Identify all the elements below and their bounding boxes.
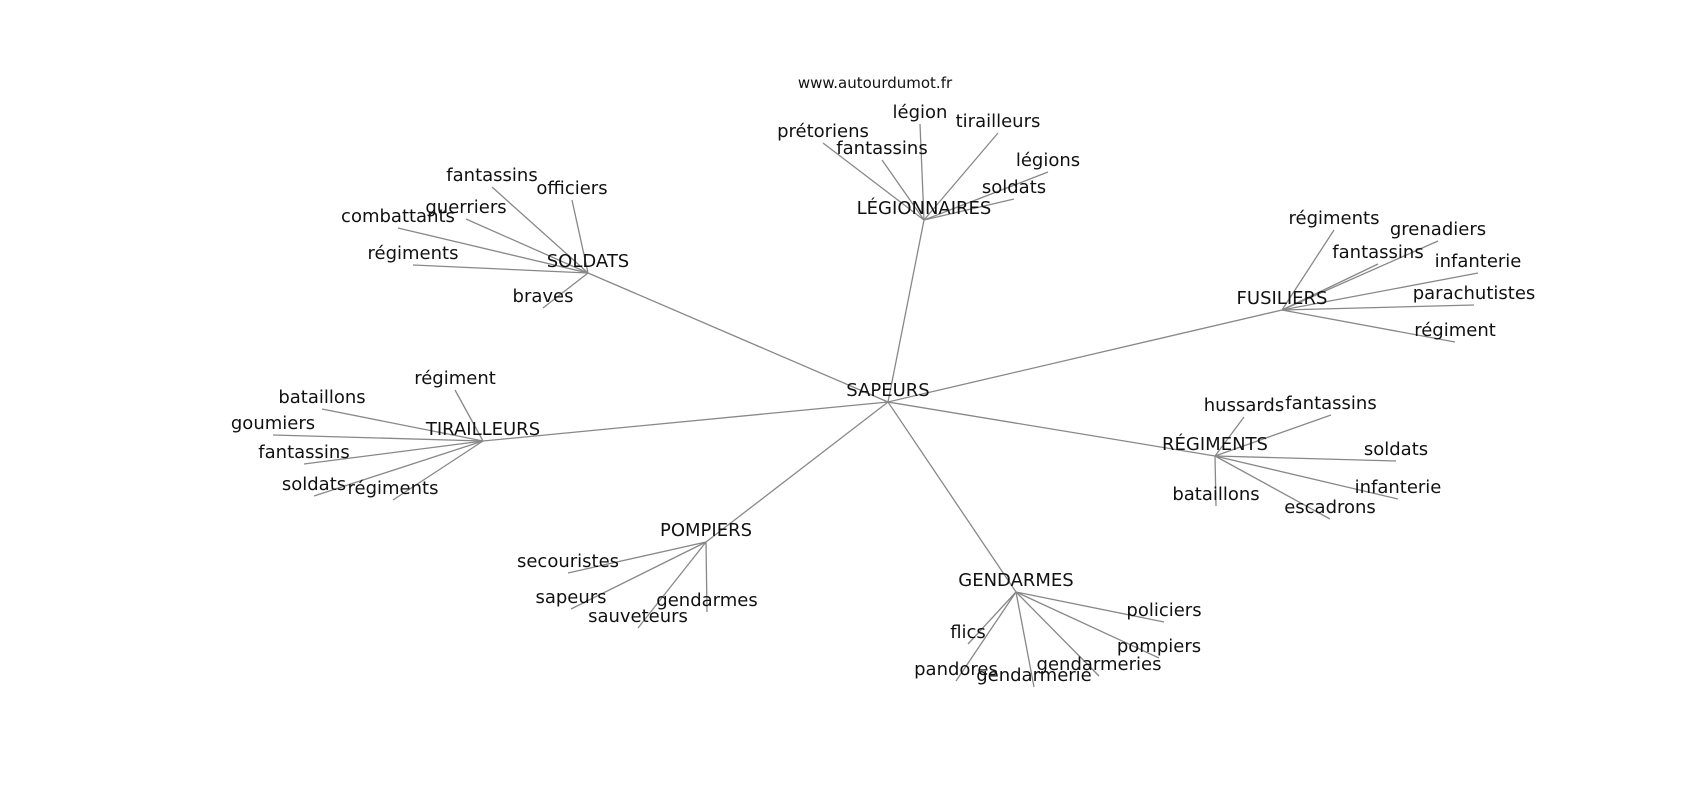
edge-root-tirailleurs [482,401,889,442]
leaf-soldats-fantassins: fantassins [446,165,537,186]
leaf-legionnaires-tirailleurs: tirailleurs [956,111,1041,132]
leaf-regiments-hussards: hussards [1204,395,1285,416]
edge-soldats-braves [542,272,589,309]
hub-gendarmes: GENDARMES [958,570,1073,591]
edge-regiments-hussards [1214,416,1245,457]
leaf-regiments-fantassins: fantassins [1285,393,1376,414]
edge-soldats-fantassins [491,186,589,274]
edge-soldats-guerriers [465,218,589,274]
leaf-tirailleurs-soldats: soldats [282,474,346,495]
leaf-fusiliers-infanterie: infanterie [1435,251,1522,272]
edge-gendarmes-flics [967,591,1017,645]
edge-pompiers-sauveteurs [637,541,707,629]
leaf-gendarmes-flics: flics [950,622,986,643]
leaf-gendarmes-pompiers: pompiers [1117,636,1201,657]
leaf-regiments-infanterie: infanterie [1355,477,1442,498]
leaf-regiments-escadrons: escadrons [1284,497,1376,518]
leaf-soldats-combattants: combattants [341,206,455,227]
leaf-tirailleurs-fantassins: fantassins [258,442,349,463]
edge-fusiliers-regiment [1281,309,1456,343]
leaf-pompiers-gendarmes: gendarmes [656,590,757,611]
edge-fusiliers-parachutistes [1281,304,1475,311]
leaf-gendarmes-pandores: pandores [914,659,998,680]
edge-soldats-officiers [571,199,589,274]
hub-fusiliers: FUSILIERS [1237,288,1328,309]
leaf-tirailleurs-regiment: régiment [414,368,496,389]
edge-regiments-soldats [1214,455,1397,462]
leaf-legionnaires-soldats: soldats [982,177,1046,198]
hub-legionnaires: LÉGIONNAIRES [857,197,992,219]
edge-tirailleurs-bataillons [321,408,484,442]
edge-gendarmes-pompiers [1015,591,1160,659]
edge-root-fusiliers [887,309,1283,403]
edge-root-pompiers [705,401,889,543]
leaf-soldats-officiers: officiers [536,178,607,199]
hub-regiments: RÉGIMENTS [1162,433,1268,455]
edge-root-legionnaires [887,219,925,403]
edge-legionnaires-legion [919,123,925,221]
edge-root-soldats [587,272,889,403]
leaf-legionnaires-pretoriens: prétoriens [777,121,869,142]
edge-fusiliers-grenadiers [1281,240,1439,311]
leaf-soldats-braves: braves [513,286,574,307]
edge-soldats-combattants [397,227,589,274]
leaf-gendarmes-policiers: policiers [1126,600,1201,621]
leaf-tirailleurs-bataillons: bataillons [278,387,365,408]
edge-root-regiments [887,401,1216,457]
labels-layer: fantassinsofficiersguerrierscombattantsr… [231,102,1535,686]
edge-legionnaires-tirailleurs [923,132,999,221]
leaf-regiments-soldats: soldats [1364,439,1428,460]
edge-gendarmes-pandores [955,591,1017,682]
edge-fusiliers-infanterie [1281,272,1479,311]
edge-fusiliers-regiments [1281,229,1335,311]
leaf-legionnaires-fantassins: fantassins [836,138,927,159]
hub-pompiers: POMPIERS [660,520,752,541]
hub-tirailleurs: TIRAILLEURS [425,419,540,440]
edge-regiments-infanterie [1214,455,1399,500]
leaf-pompiers-secouristes: secouristes [517,551,619,572]
leaf-legionnaires-legions: légions [1016,150,1080,171]
edge-legionnaires-soldats [923,198,1015,221]
leaf-gendarmes-gendarmeries: gendarmeries [1037,654,1162,675]
leaf-pompiers-sauveteurs: sauveteurs [588,606,688,627]
credit-text: www.autourdumot.fr [798,74,953,92]
root-node-sapeurs: SAPEURS [846,380,929,401]
edge-fusiliers-fantassins [1281,263,1379,311]
edge-soldats-regiments [412,264,589,274]
leaf-tirailleurs-regiments: régiments [348,478,439,499]
edge-legionnaires-pretoriens [822,142,925,221]
edge-tirailleurs-regiments [392,440,484,501]
edge-regiments-fantassins [1214,414,1332,457]
hub-soldats: SOLDATS [547,251,630,272]
leaf-fusiliers-parachutistes: parachutistes [1413,283,1536,304]
leaf-soldats-guerriers: guerriers [425,197,506,218]
edge-gendarmes-policiers [1015,591,1165,623]
edge-tirailleurs-regiment [454,389,484,442]
leaf-fusiliers-regiments: régiments [1289,208,1380,229]
leaf-fusiliers-regiment: régiment [1414,320,1496,341]
leaf-pompiers-sapeurs: sapeurs [535,587,606,608]
edge-gendarmes-gendarmeries [1015,591,1100,677]
leaf-regiments-bataillons: bataillons [1172,484,1259,505]
leaf-tirailleurs-goumiers: goumiers [231,413,315,434]
edge-pompiers-gendarmes [705,541,708,613]
edges-layer [272,123,1479,688]
edge-regiments-escadrons [1214,455,1331,520]
edge-gendarmes-gendarmerie [1015,591,1035,688]
leaf-fusiliers-grenadiers: grenadiers [1390,219,1486,240]
edge-pompiers-sapeurs [570,541,707,610]
edge-root-gendarmes [887,401,1017,593]
leaf-gendarmes-gendarmerie: gendarmerie [976,665,1092,686]
edge-tirailleurs-goumiers [272,434,484,442]
leaf-legionnaires-legion: légion [893,102,948,123]
leaf-fusiliers-fantassins: fantassins [1332,242,1423,263]
edge-tirailleurs-fantassins [303,440,484,465]
edge-pompiers-secouristes [567,541,707,574]
edge-regiments-bataillons [1214,455,1217,507]
edge-legionnaires-fantassins [881,159,925,221]
edge-legionnaires-legions [923,171,1049,221]
leaf-soldats-regiments: régiments [368,243,459,264]
edge-tirailleurs-soldats [313,440,484,497]
